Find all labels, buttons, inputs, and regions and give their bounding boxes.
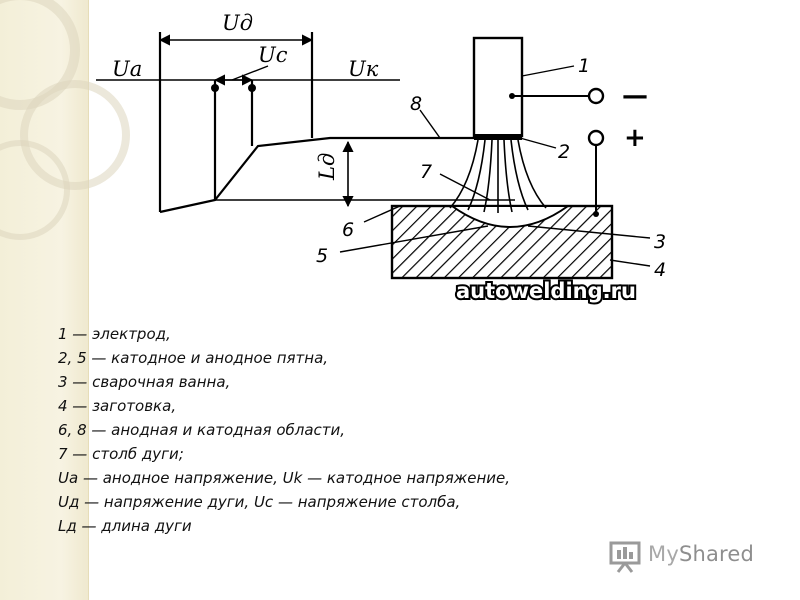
legend-line: Lд — длина дуги <box>58 517 192 535</box>
myshared-logo: MyShared <box>606 536 776 576</box>
electrode <box>472 36 524 138</box>
brand-name: MyShared <box>648 542 754 566</box>
u-c-right-node <box>248 84 256 92</box>
brand-name-prefix: My <box>648 542 679 566</box>
voltage-curve <box>159 136 515 214</box>
label-1: 1 <box>578 55 590 77</box>
decorative-ring-bottom <box>0 140 70 240</box>
watermark: autowelding.ru <box>456 279 636 303</box>
label-l-d: Lд <box>315 153 339 181</box>
label-8: 8 <box>410 93 422 115</box>
legend-line: Uа — анодное напряжение, Uk — катодное н… <box>58 469 511 487</box>
legend-line: 4 — заготовка, <box>58 397 177 415</box>
u-c-left-node <box>211 84 219 92</box>
minus-terminal <box>587 87 605 105</box>
presentation-screen-icon <box>609 541 641 573</box>
cathode-spot <box>474 134 522 140</box>
voltage-plot <box>96 32 515 214</box>
label-u-a: Uа <box>112 57 142 81</box>
label-u-k: Uк <box>348 57 379 81</box>
workpiece-contact <box>593 211 599 217</box>
label-u-c: Uс <box>258 43 288 67</box>
legend-line: 6, 8 — анодная и катодная области, <box>58 421 346 439</box>
legend-line: 3 — сварочная ванна, <box>58 373 231 391</box>
diagram-legend: 1 — электрод, 2, 5 — катодное и анодное … <box>58 322 738 538</box>
label-2: 2 <box>558 141 570 163</box>
legend-line: 2, 5 — катодное и анодное пятна, <box>58 349 329 367</box>
label-5: 5 <box>316 245 328 267</box>
legend-line: 1 — электрод, <box>58 325 171 343</box>
label-minus: — <box>622 81 648 111</box>
label-plus: + <box>624 123 646 153</box>
legend-line: 7 — столб дуги; <box>58 445 184 463</box>
u-c-leader <box>231 65 269 81</box>
label-4: 4 <box>654 259 666 281</box>
label-u-d: Uд <box>222 11 253 35</box>
arc-column <box>449 139 547 213</box>
label-6: 6 <box>342 219 354 241</box>
weld-pool <box>448 205 572 228</box>
plus-terminal <box>587 129 605 147</box>
legend-line: Uд — напряжение дуги, Uс — напряжение ст… <box>58 493 461 511</box>
decorative-ring-middle <box>20 80 130 190</box>
leader-lines <box>339 65 651 267</box>
brand-name-suffix: Shared <box>678 542 755 566</box>
label-3: 3 <box>654 231 666 253</box>
label-7: 7 <box>420 161 432 183</box>
welding-arc-diagram: Uа Uд Uс Uк Lд 1 2 3 4 5 6 7 8 — + autow… <box>96 11 666 305</box>
electrode-contact <box>509 93 515 99</box>
